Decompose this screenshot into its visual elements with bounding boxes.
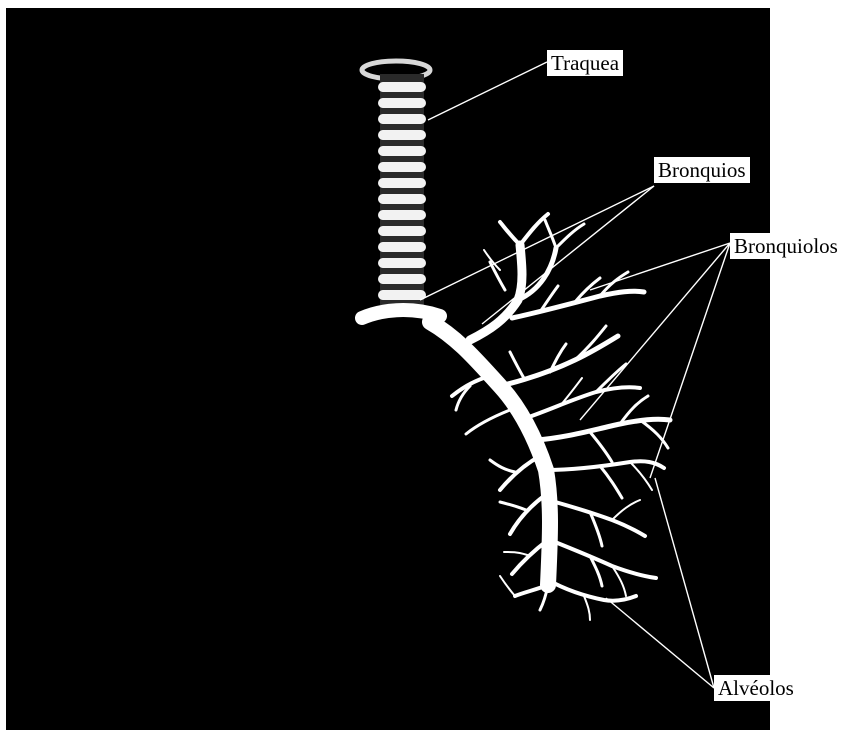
label-alveolos: Alvéolos [714,675,798,701]
label-traquea: Traquea [547,50,623,76]
trachea-tube [380,74,424,306]
label-bronquiolos: Bronquiolos [730,233,842,259]
label-bronquios: Bronquios [654,157,750,183]
